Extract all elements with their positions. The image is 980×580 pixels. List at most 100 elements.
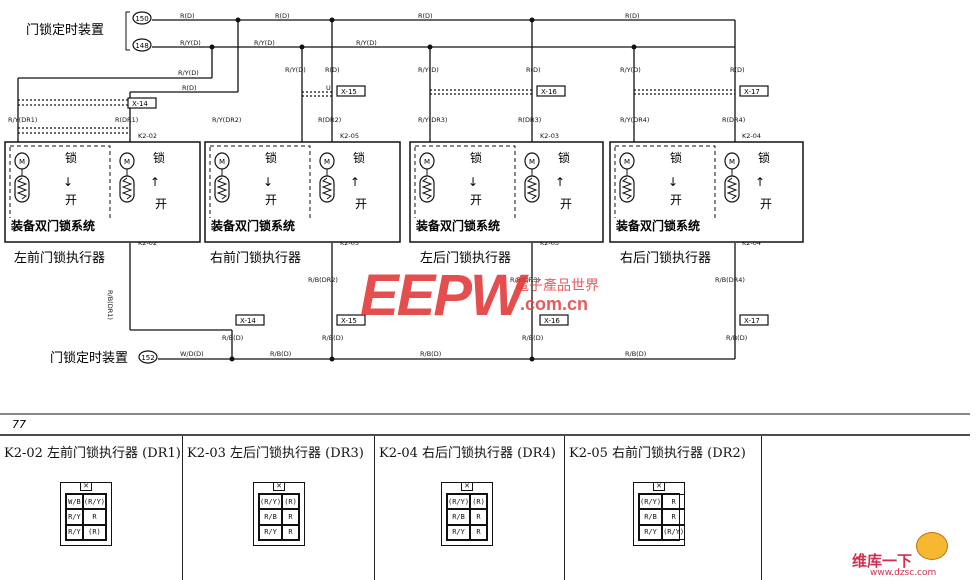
wire-label: R/Y(DR2) [212, 116, 241, 124]
wire-label: R(D) [418, 12, 433, 20]
pin: R [470, 509, 487, 525]
table-rules: 77 [0, 413, 970, 436]
site-watermark: 维库一下 [852, 552, 913, 570]
pin: R/Y [259, 524, 283, 540]
open-label: 开 [265, 193, 277, 207]
open-label: 开 [560, 197, 572, 211]
arrow-up-icon: ↑ [755, 175, 765, 189]
dual-lock-label: 装备双门锁系统 [10, 218, 95, 233]
dual-lock-label: 装备双门锁系统 [615, 218, 700, 233]
pin: R/B [639, 509, 663, 525]
mascot-icon [916, 532, 948, 560]
open-label: 开 [470, 193, 482, 207]
wire-label: U [326, 84, 331, 92]
wiring-diagram: 150 148 152 门锁定时装置 门锁定时装置 R(D) R(D) R(D)… [4, 11, 804, 366]
lock-label: 锁 [470, 150, 482, 165]
arrow-down-icon: ↓ [263, 175, 273, 189]
pin: R/B [447, 509, 471, 525]
connector-title: K2-03 左后门锁执行器 (DR3) [187, 446, 364, 461]
open-label: 开 [355, 197, 367, 211]
open-label: 开 [155, 197, 167, 211]
actuator-name: 右后门锁执行器 [620, 250, 711, 266]
lock-label: 锁 [153, 150, 165, 165]
pin: R [662, 494, 686, 510]
connector-label: K2-03 [540, 239, 559, 247]
connector-key-icon: ✕ [273, 482, 285, 491]
connector-face: ✕ (R/Y) (R) R/B R R/Y R [253, 482, 305, 546]
pin: R/Y [447, 524, 471, 540]
wire-label: R/B(D) [270, 350, 291, 358]
wire-label: R/Y(D) [254, 39, 275, 47]
junction-label: X-16 [544, 317, 560, 325]
pin: (R/Y) [447, 494, 471, 510]
wire-label: R/B(D) [420, 350, 441, 358]
lock-label: 锁 [353, 150, 365, 165]
wire-label: R/Y(DR1) [8, 116, 37, 124]
connector-label: K2-05 [340, 132, 359, 140]
motor-label: M [624, 158, 630, 166]
eepw-watermark-cn: 電子產品世界 [515, 278, 599, 294]
motor-label: M [324, 158, 330, 166]
wire-label: R(D) [526, 66, 541, 74]
connector-table: 77 [0, 410, 980, 580]
wire-label: R(DR3) [518, 116, 541, 124]
open-label: 开 [760, 197, 772, 211]
timer-unit-label-bottom: 门锁定时装置 [50, 350, 128, 366]
motor-label: M [19, 158, 25, 166]
open-label: 开 [670, 193, 682, 207]
timer-unit-label-top: 门锁定时装置 [26, 22, 104, 38]
pin: R/B [259, 509, 283, 525]
site-watermark-url: www.dzsc.com [870, 568, 937, 578]
arrow-down-icon: ↓ [468, 175, 478, 189]
pin: R [662, 509, 686, 525]
section-mark: 77 [12, 418, 26, 431]
junction-label: X-15 [341, 88, 357, 96]
connector-key-icon: ✕ [653, 482, 665, 491]
wire-label: R/B(DR1) [106, 290, 114, 320]
timer-pin-3: 152 [141, 354, 154, 362]
wire-label: R/B(D) [726, 334, 747, 342]
wire-label: R/B(D) [322, 334, 343, 342]
pin: (R) [82, 524, 106, 540]
pin: (R/Y) [639, 494, 663, 510]
lock-label: 锁 [65, 150, 77, 165]
lock-label: 锁 [558, 150, 570, 165]
pin: R/Y [66, 524, 83, 540]
connector-label: K2-02 [138, 239, 157, 247]
timer-pin-1: 150 [135, 15, 148, 23]
connector-label: K2-03 [540, 132, 559, 140]
pin: (R) [282, 494, 299, 510]
wire-label: R/B(DR4) [715, 276, 745, 284]
dual-lock-label: 装备双门锁系统 [415, 218, 500, 233]
wire-label: R(D) [182, 84, 197, 92]
connector-label: K2-05 [340, 239, 359, 247]
connector-title: K2-04 右后门锁执行器 (DR4) [379, 446, 556, 461]
wire-label: R(D) [275, 12, 290, 20]
wire-label: R(D) [180, 12, 195, 20]
connector-key-icon: ✕ [461, 482, 473, 491]
motor-label: M [424, 158, 430, 166]
wire-label: R/B(DR2) [308, 276, 338, 284]
wire-label: R/B(D) [522, 334, 543, 342]
connector-cell-k2-04: K2-04 右后门锁执行器 (DR4) ✕ (R/Y) (R) R/B R R/… [375, 436, 565, 580]
wire-label: R/Y(D) [356, 39, 377, 47]
pin: R [82, 509, 106, 525]
wire-label: R(DR1) [115, 116, 138, 124]
wire-label: R/Y(D) [180, 39, 201, 47]
wire-label: R/Y(D) [178, 69, 199, 77]
wire-label: R(DR2) [318, 116, 341, 124]
pin: R [282, 524, 299, 540]
motor-label: M [729, 158, 735, 166]
pin: R [282, 509, 299, 525]
connector-face: ✕ (R/Y) (R) R/B R R/Y R [441, 482, 493, 546]
junction-label: X-14 [132, 100, 148, 108]
dual-lock-label: 装备双门锁系统 [210, 218, 295, 233]
connector-title: K2-05 右前门锁执行器 (DR2) [569, 446, 746, 461]
connector-title: K2-02 左前门锁执行器 (DR1) [4, 446, 181, 461]
pin: R/Y [66, 509, 83, 525]
actuator-name: 右前门锁执行器 [210, 250, 301, 266]
arrow-up-icon: ↑ [150, 175, 160, 189]
